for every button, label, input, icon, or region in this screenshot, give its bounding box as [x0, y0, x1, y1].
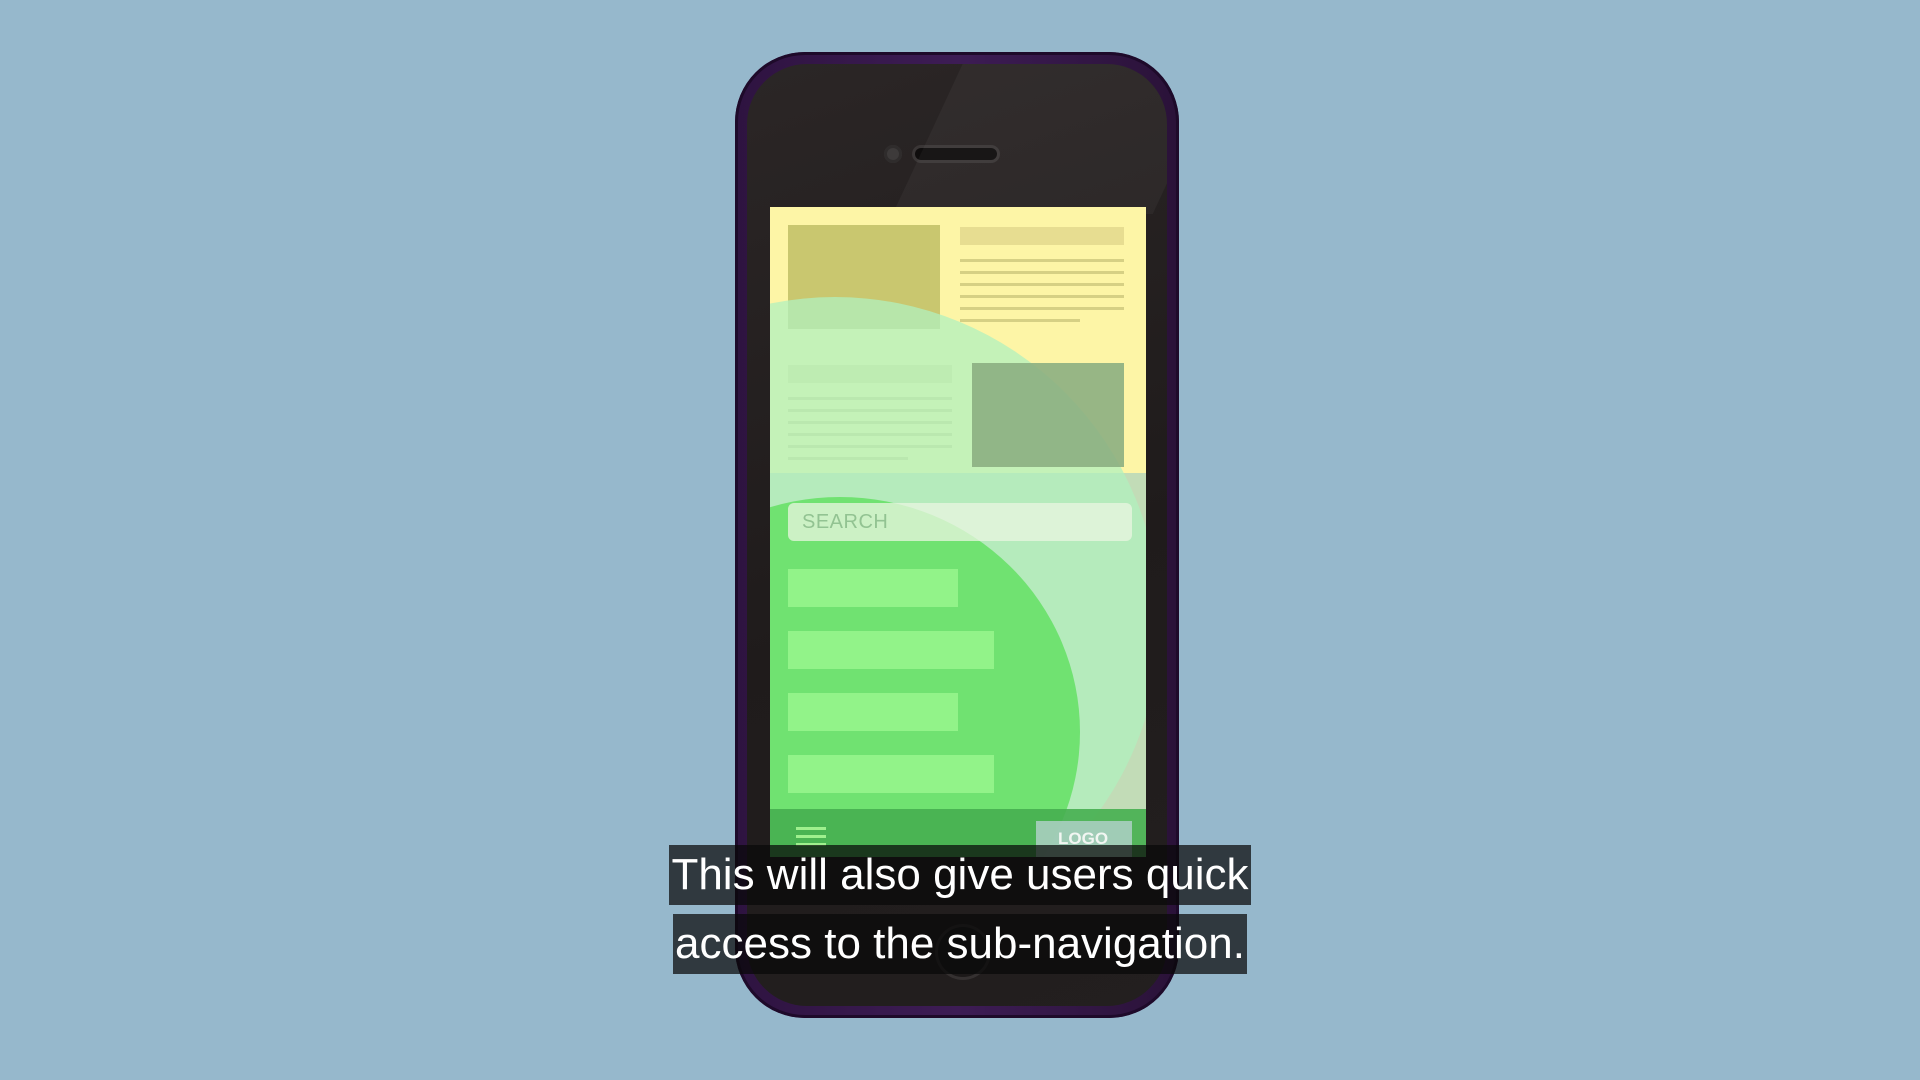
subtitle-line-1: This will also give users quick: [669, 845, 1251, 905]
phone-screen: SEARCH LOGO: [770, 207, 1146, 857]
front-camera-icon: [884, 145, 902, 163]
sub-nav-item[interactable]: [788, 569, 958, 607]
sub-nav-item[interactable]: [788, 755, 994, 793]
hamburger-menu-icon[interactable]: [796, 827, 826, 847]
search-placeholder: SEARCH: [802, 511, 889, 533]
sub-nav-item[interactable]: [788, 693, 958, 731]
sub-nav-item[interactable]: [788, 631, 994, 669]
subtitles: This will also give users quick access t…: [0, 845, 1920, 983]
text-line: [960, 271, 1124, 274]
text-line: [960, 319, 1080, 322]
subtitle-line-2: access to the sub-navigation.: [673, 914, 1247, 974]
logo-label: LOGO: [1058, 829, 1109, 848]
text-line: [960, 295, 1124, 298]
earpiece-speaker: [915, 148, 997, 160]
search-input[interactable]: SEARCH: [788, 503, 1132, 541]
image-placeholder-2: [972, 363, 1124, 467]
text-line: [960, 283, 1124, 286]
article-heading-1: [960, 227, 1124, 245]
text-line: [960, 307, 1124, 310]
text-line: [960, 259, 1124, 262]
